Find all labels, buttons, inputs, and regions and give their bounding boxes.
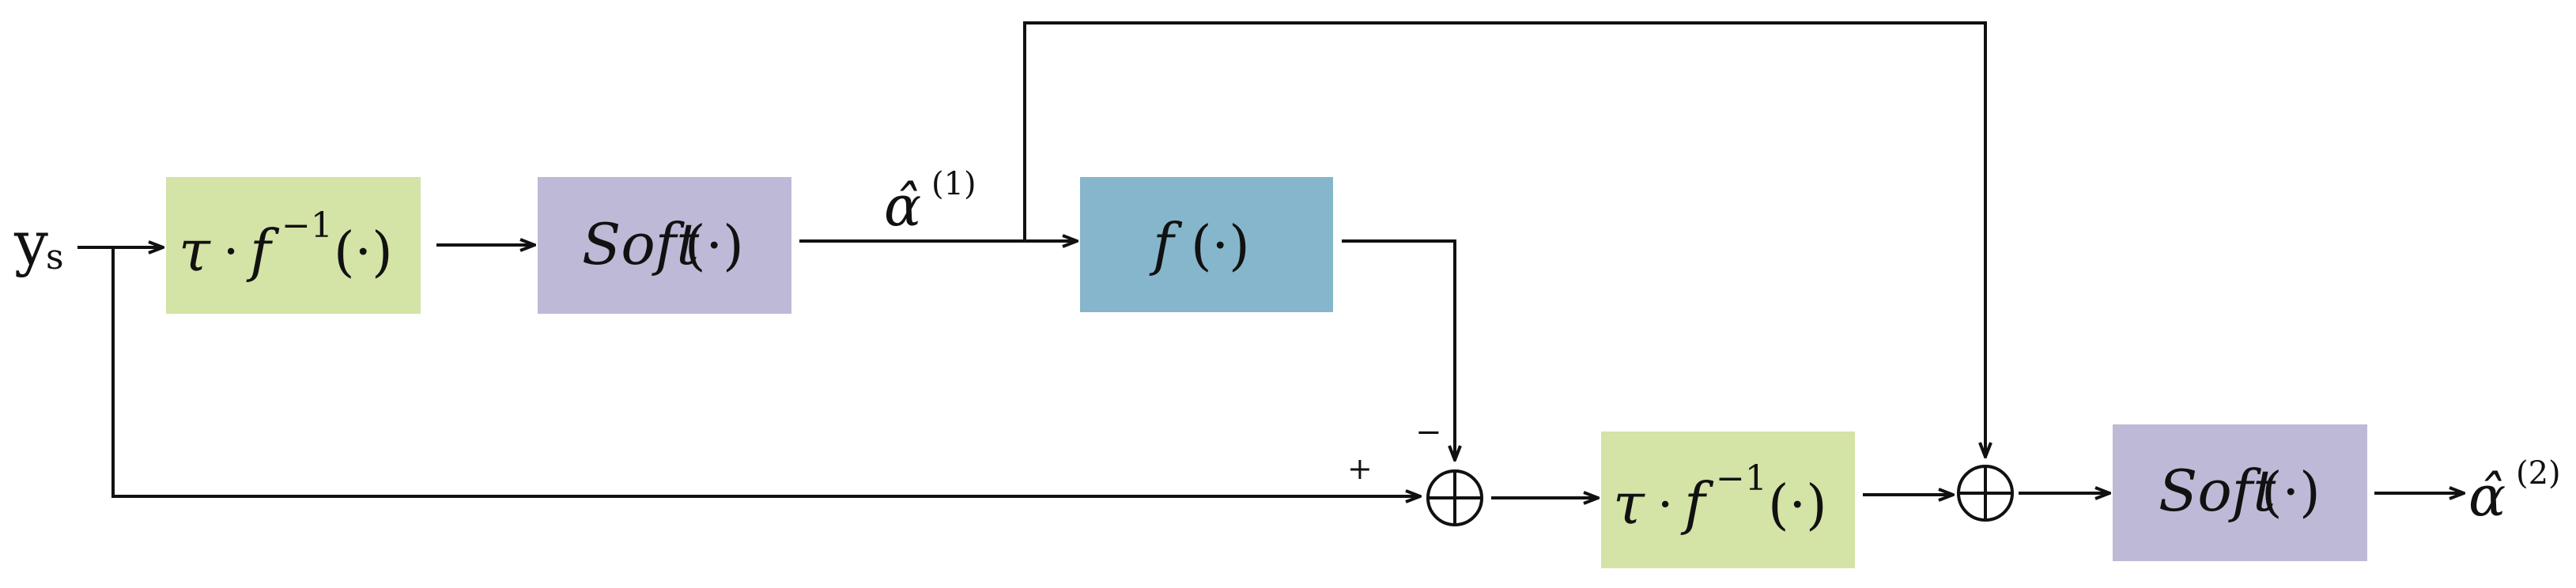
soft-threshold-1-name: Soft <box>582 211 700 277</box>
alpha-2-label: α̂ (2) <box>2468 455 2561 529</box>
connectors <box>77 21 2464 498</box>
inverse-transform-1-tau: τ <box>179 217 211 284</box>
soft-threshold-2-arg: (·) <box>2261 462 2321 524</box>
arrow-forward-to-sum-1 <box>1342 239 1455 460</box>
soft-threshold-block-1: Soft (·) <box>538 177 791 314</box>
alpha-1-symbol: α̂ <box>884 174 921 239</box>
alpha-1-superscript: (1) <box>931 166 976 202</box>
inverse-transform-block-2-bg <box>1601 432 1855 568</box>
inverse-transform-2-tau: τ <box>1613 470 1645 537</box>
alpha-2-symbol: α̂ <box>2468 464 2506 529</box>
alpha-2-superscript: (2) <box>2516 455 2561 492</box>
input-symbol: y <box>13 208 48 278</box>
summing-junction-2 <box>1957 465 2014 522</box>
soft-threshold-block-1-bg <box>538 177 791 314</box>
inverse-transform-1-sup: −1 <box>281 205 333 246</box>
plus-sign: + <box>1347 451 1373 486</box>
inverse-transform-2-dot: · <box>1657 476 1673 534</box>
forward-transform-block: f (·) <box>1080 177 1333 312</box>
soft-threshold-block-2: Soft (·) <box>2113 424 2367 561</box>
inverse-transform-1-arg: (·) <box>334 221 393 284</box>
soft-threshold-2-name: Soft <box>2159 458 2276 524</box>
arrow-input-to-sum-1 <box>111 247 1420 496</box>
inverse-transform-1-dot: · <box>223 223 239 281</box>
inverse-transform-block-1-bg <box>166 177 421 314</box>
minus-sign: − <box>1415 414 1442 450</box>
input-subscript: s <box>46 237 64 277</box>
alpha-1-label: α̂ (1) <box>884 166 976 239</box>
input-label: y s <box>13 208 64 278</box>
arrow-alpha1-to-sum-2 <box>1023 21 1985 457</box>
soft-threshold-1-arg: (·) <box>685 215 744 277</box>
forward-transform-arg: (·) <box>1191 215 1250 277</box>
inverse-transform-2-sup: −1 <box>1716 458 1767 499</box>
summing-junction-1 <box>1426 469 1483 526</box>
inverse-transform-2-arg: (·) <box>1768 474 1827 537</box>
forward-transform-block-bg <box>1080 177 1333 312</box>
inverse-transform-block-2: τ · f −1 (·) <box>1601 432 1855 568</box>
inverse-transform-block-1: τ · f −1 (·) <box>166 177 421 314</box>
soft-threshold-block-2-bg <box>2113 424 2367 561</box>
